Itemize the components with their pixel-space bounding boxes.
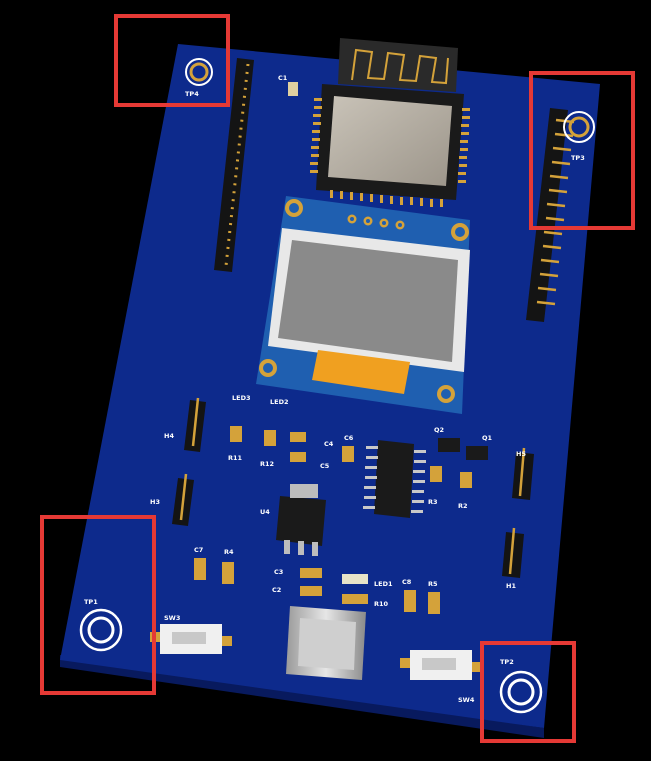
label-r3: R3	[428, 498, 438, 506]
label-h1: H1	[506, 582, 516, 590]
usb-c-connector	[286, 606, 366, 680]
small-headers	[172, 397, 534, 578]
esp-module	[310, 38, 470, 207]
label-sw3: SW3	[164, 614, 180, 622]
label-h5: H5	[516, 450, 526, 458]
label-tp2: TP2	[500, 658, 514, 666]
highlight-box-tp3	[529, 71, 635, 230]
label-tp3: TP3	[571, 154, 585, 162]
label-c2: C2	[272, 586, 281, 594]
label-c8: C8	[402, 578, 412, 586]
label-c5: C5	[320, 462, 330, 470]
label-tp1: TP1	[84, 598, 98, 606]
label-c6: C6	[344, 434, 354, 442]
label-q1: Q1	[482, 434, 493, 442]
label-led3: LED3	[232, 394, 251, 402]
label-r4: R4	[224, 548, 234, 556]
label-led2: LED2	[270, 398, 289, 406]
silkscreen-labels: TP4 C1 TP3 LED3 LED2 H4 R11 R12 C4 C5 C6…	[84, 74, 585, 704]
label-r12: R12	[260, 460, 274, 468]
highlight-box-tp2	[480, 641, 576, 743]
label-r5: R5	[428, 580, 438, 588]
highlight-box-tp4	[114, 14, 230, 107]
label-c7: C7	[194, 546, 203, 554]
highlight-box-tp1	[40, 515, 156, 695]
label-sw4: SW4	[458, 696, 475, 704]
label-r2: R2	[458, 502, 468, 510]
label-c3: C3	[274, 568, 283, 576]
label-r11: R11	[228, 454, 243, 462]
label-h4: H4	[164, 432, 174, 440]
test-points	[79, 58, 595, 714]
soic-ic	[363, 440, 426, 518]
oled-display-module	[256, 196, 470, 414]
label-c4: C4	[324, 440, 334, 448]
voltage-regulator	[276, 484, 326, 556]
label-r10: R10	[374, 600, 389, 608]
label-u4: U4	[260, 508, 270, 516]
label-c1: C1	[278, 74, 288, 82]
label-led1: LED1	[374, 580, 393, 588]
smd-components	[194, 82, 472, 614]
label-q2: Q2	[434, 426, 444, 434]
highlight-boxes	[40, 14, 635, 743]
label-tp4: TP4	[185, 90, 199, 98]
transistors	[438, 438, 488, 460]
label-h3: H3	[150, 498, 160, 506]
left-pin-header	[214, 58, 254, 272]
